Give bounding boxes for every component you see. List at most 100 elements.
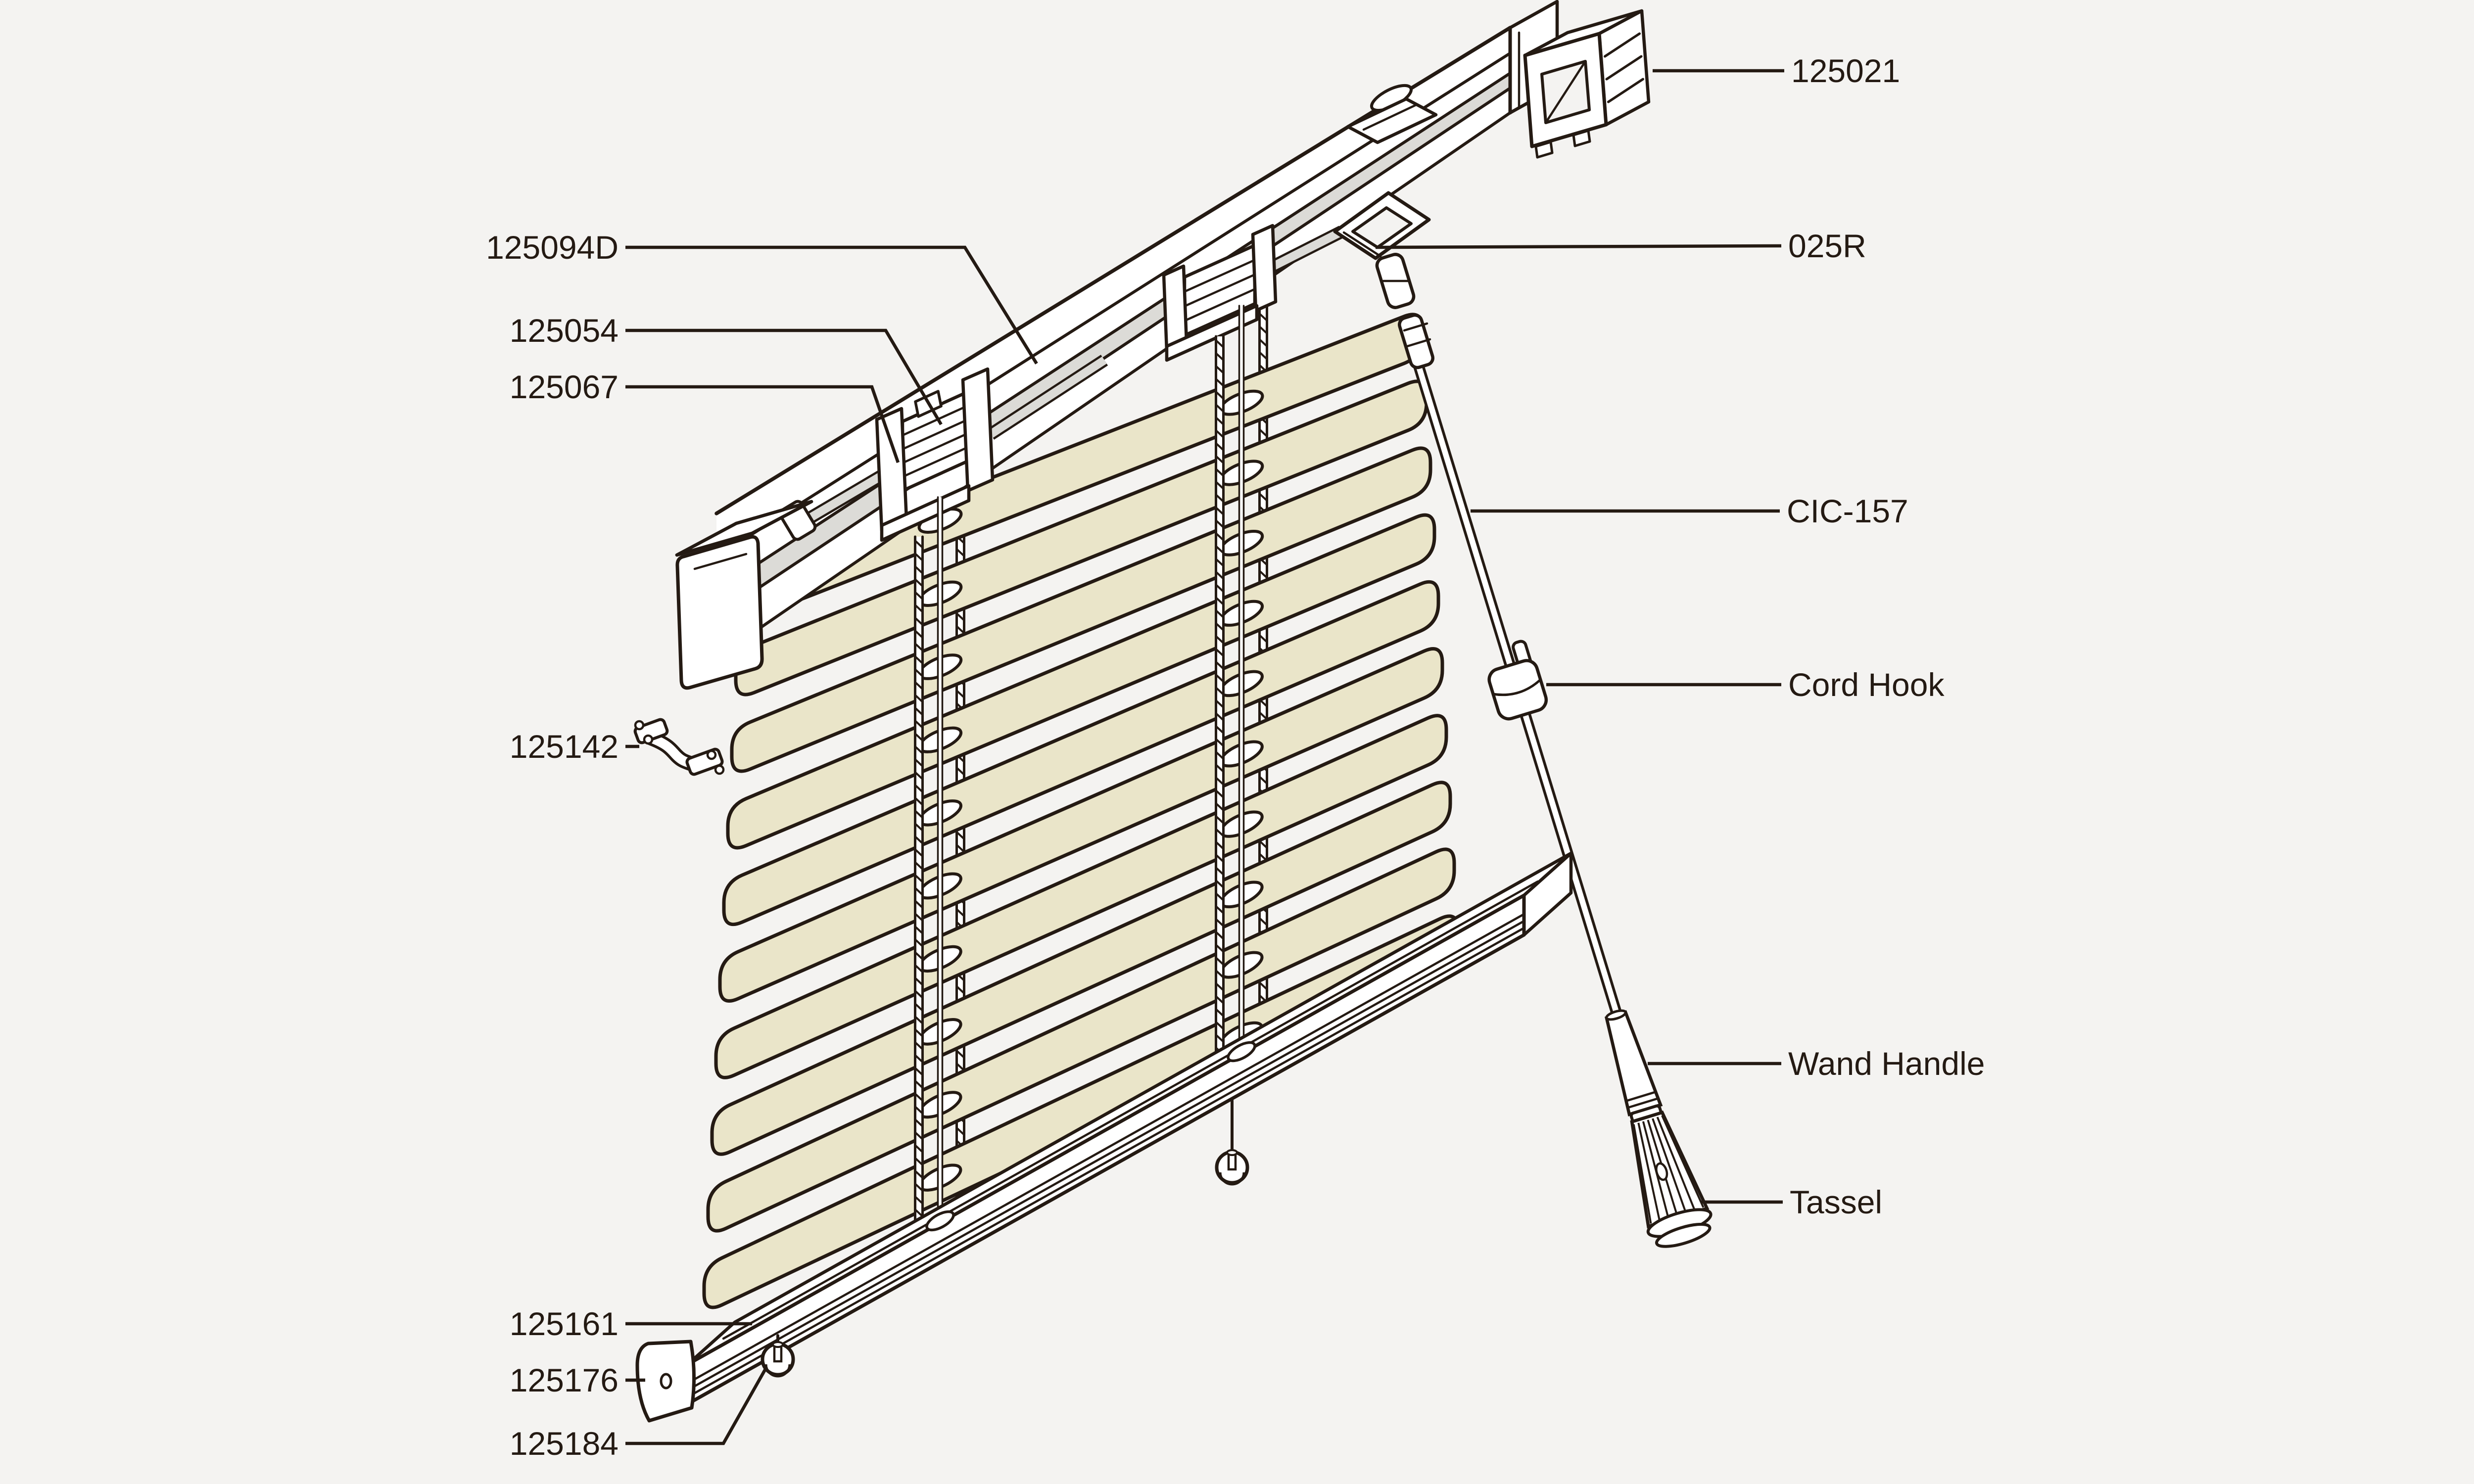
lift-cord-right <box>1238 305 1245 1054</box>
cord-hook-slot <box>1493 679 1541 696</box>
gear-box-line <box>1362 103 1418 131</box>
tassel-rib <box>1652 1118 1687 1213</box>
drum-cradle-tray <box>1165 304 1259 362</box>
valance-clip <box>633 718 725 776</box>
bottom-rail <box>686 851 1573 1406</box>
cord-braid-ticks <box>1215 339 1224 1068</box>
drum-cradle-flange <box>875 407 908 532</box>
tassel <box>1629 1104 1713 1248</box>
wand-tilter <box>1333 191 1431 309</box>
sleeve-band <box>1406 338 1431 348</box>
end-cap-top-edge <box>675 500 813 557</box>
tilt-drum-station-2 <box>1162 224 1278 362</box>
part-label-tassel: Tassel <box>1790 1184 1882 1220</box>
clip-tab <box>633 718 669 744</box>
cord-braid-ticks <box>914 540 923 1230</box>
part-callouts: 125094D125054125067125142125161125176125… <box>486 52 1985 1462</box>
slat-face <box>706 847 1456 1233</box>
tassel-base-ring <box>1655 1222 1712 1248</box>
part-label-025r: 025R <box>1788 228 1866 264</box>
lift-cord-left <box>937 496 944 1222</box>
bottom-rail-ridge <box>686 913 1525 1385</box>
callout-cic-157: CIC-157 <box>1471 493 1908 529</box>
part-label-125054: 125054 <box>510 312 618 349</box>
tie-down-pin-top <box>1226 1149 1238 1156</box>
bracket-foot <box>1572 129 1591 147</box>
drum-rib <box>1183 259 1256 293</box>
end-cap-inner-line <box>693 553 748 570</box>
cord-hook <box>1487 640 1548 721</box>
tilt-rod-core <box>797 467 892 528</box>
part-label-125176: 125176 <box>510 1362 618 1398</box>
bracket-foot <box>1534 140 1554 159</box>
part-label-125142: 125142 <box>510 728 618 765</box>
slat-9 <box>706 847 1456 1233</box>
bottom-end-cap-hole <box>660 1373 672 1390</box>
drum-rib <box>1183 288 1256 322</box>
slat-7 <box>714 714 1448 1079</box>
clip-hook <box>714 764 725 775</box>
clip-hook <box>643 734 654 745</box>
bottom-rail-top-groove <box>722 880 1539 1340</box>
part-label-cic-157: CIC-157 <box>1787 493 1908 529</box>
wand-handle-collar <box>1627 1097 1659 1109</box>
headrail-end-cap <box>675 500 813 690</box>
drum-rib <box>901 432 968 464</box>
slat-3 <box>730 446 1432 773</box>
callout-125054: 125054 <box>510 312 943 425</box>
leader-line-125067 <box>625 385 900 464</box>
slat-face <box>710 781 1452 1156</box>
tie-down-pin-top <box>772 1341 784 1348</box>
drum-rib <box>901 446 968 478</box>
sleeve-band <box>1403 322 1428 332</box>
leader-line-125054 <box>625 328 943 425</box>
tilt-rod-core <box>988 356 1107 438</box>
bottom-rail-end-cap <box>635 1340 696 1423</box>
ladder-cord-front-left <box>914 535 924 1234</box>
callout-125176: 125176 <box>510 1362 645 1398</box>
end-cap-front <box>675 535 764 690</box>
part-label-125161: 125161 <box>510 1305 618 1342</box>
tilter-frame-line <box>1342 231 1382 258</box>
clip-hook <box>706 749 717 760</box>
drum-rib <box>901 418 968 451</box>
cord-grommet <box>1227 1041 1256 1063</box>
gear-box-body <box>1346 97 1438 144</box>
callout-125161: 125161 <box>510 1305 752 1342</box>
tassel-rib <box>1661 1115 1705 1208</box>
headrail-edge <box>715 72 1512 593</box>
tilter-gear-box <box>1346 84 1438 144</box>
callout-125142: 125142 <box>510 728 639 765</box>
wand-handle-collar <box>1625 1091 1656 1102</box>
tassel-rib <box>1637 1122 1661 1221</box>
tassel-rib <box>1656 1116 1696 1211</box>
wand-handle-top <box>1605 1009 1627 1021</box>
drum-cradle-flange <box>961 367 995 493</box>
callout-tassel: Tassel <box>1701 1184 1882 1220</box>
cord-grommet <box>925 1210 955 1232</box>
slat-face <box>726 513 1436 850</box>
bracket-slot <box>1604 32 1641 58</box>
part-label-125094d: 125094D <box>486 229 618 266</box>
part-label-125021: 125021 <box>1791 52 1900 89</box>
drum-rib <box>1183 273 1256 308</box>
bracket-inner-diagonal <box>1544 60 1587 124</box>
bottom-rail-ridge <box>686 920 1525 1391</box>
part-label-125067: 125067 <box>510 369 618 405</box>
slat-face <box>730 446 1432 773</box>
headrail-edge <box>715 87 1512 618</box>
callout-cord-hook: Cord Hook <box>1546 666 1945 703</box>
callout-125184: 125184 <box>510 1366 768 1462</box>
drum-rib <box>901 405 968 437</box>
tassel-bell <box>1630 1111 1710 1229</box>
cord-body <box>938 497 943 1221</box>
drum-cradle-flange <box>1251 224 1278 313</box>
leader-line-125184 <box>625 1366 768 1445</box>
callout-125094d: 125094D <box>486 229 1038 365</box>
callout-wand-handle: Wand Handle <box>1648 1045 1985 1082</box>
tilter-frame-hole <box>1351 206 1413 249</box>
blind-illustration <box>633 0 1713 1423</box>
slat-face <box>722 580 1440 927</box>
leader-line-125094d <box>625 245 1038 365</box>
part-label-cord-hook: Cord Hook <box>1788 666 1945 703</box>
